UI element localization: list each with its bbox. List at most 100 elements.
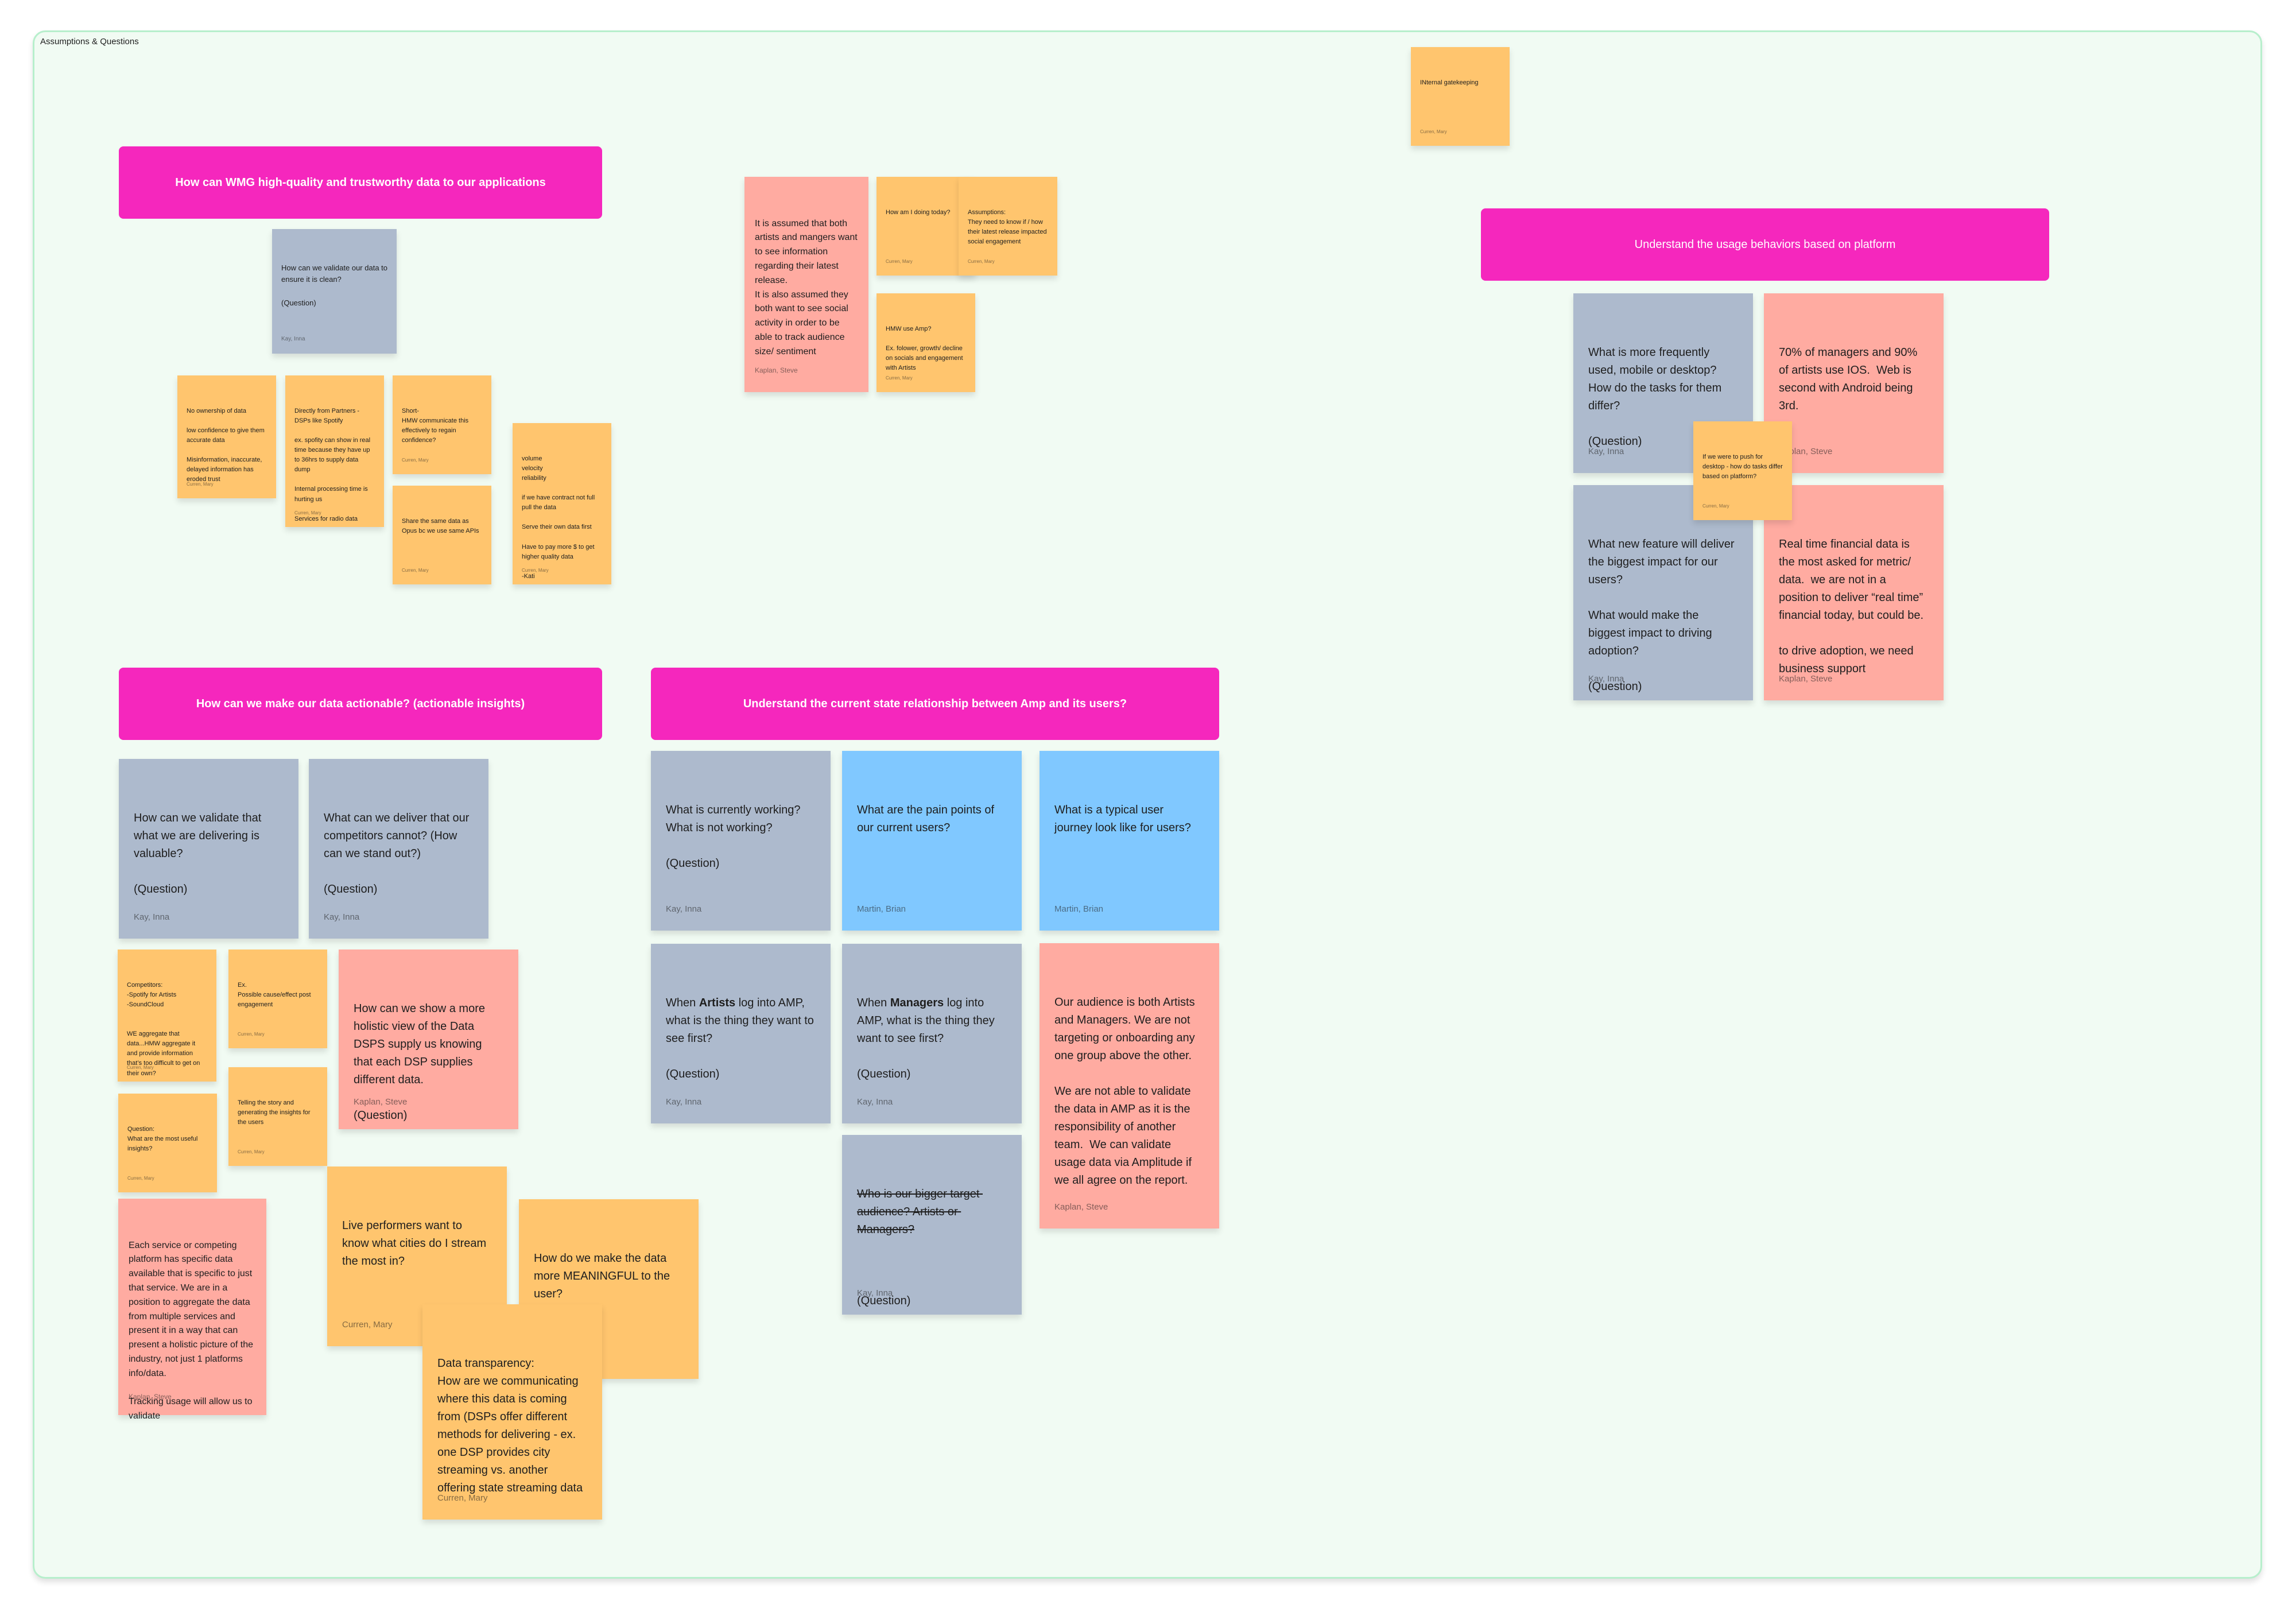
sticky-text: What can we deliver that our competitors… — [324, 812, 470, 896]
sticky-text: Question: What are the most useful insig… — [127, 1126, 198, 1153]
banner-actionable-insights[interactable]: How can we make our data actionable? (ac… — [119, 668, 602, 740]
sticky-text: Assumptions: They need to know if / how … — [968, 209, 1047, 246]
sticky-text: Ex. Possible cause/effect post engagemen… — [238, 982, 311, 1009]
sticky-author: Curren, Mary — [522, 567, 549, 573]
sticky-author: Curren, Mary — [886, 375, 913, 381]
sticky-text: HMW use Amp? Ex. folower, growth/ declin… — [886, 325, 963, 372]
sticky-note[interactable]: What are the pain points of our current … — [842, 751, 1022, 931]
sticky-note[interactable]: Competitors: -Spotify for Artists -Sound… — [118, 950, 216, 1082]
sticky-text: What new feature will deliver the bigges… — [1588, 538, 1735, 693]
sticky-note[interactable]: Question: What are the most useful insig… — [118, 1094, 217, 1192]
sticky-note[interactable]: If we were to push for desktop - how do … — [1693, 421, 1792, 520]
sticky-text: Each service or competing platform has s… — [129, 1240, 254, 1421]
sticky-text: (Question) — [857, 1295, 911, 1307]
sticky-text: Live performers want to know what cities… — [342, 1219, 490, 1268]
sticky-note[interactable]: Real time financial data is the most ask… — [1764, 485, 1944, 700]
sticky-note[interactable]: When Artists log into AMP, what is the t… — [651, 944, 831, 1123]
sticky-text: What is more frequently used, mobile or … — [1588, 346, 1722, 448]
sticky-note[interactable]: Telling the story and generating the ins… — [228, 1067, 327, 1166]
sticky-text: What is currently working? What is not w… — [666, 804, 801, 870]
sticky-author: Curren, Mary — [238, 1031, 265, 1037]
frame-title[interactable]: Assumptions & Questions — [40, 37, 139, 46]
sticky-text: Short- HMW communicate this effectively … — [402, 408, 469, 444]
sticky-text-struck: Who is our bigger target audience? Artis… — [857, 1188, 983, 1236]
sticky-author: Curren, Mary — [402, 457, 429, 463]
sticky-text: Directly from Partners - DSPs like Spoti… — [294, 408, 371, 522]
sticky-author: Curren, Mary — [968, 258, 995, 264]
sticky-note[interactable]: Each service or competing platform has s… — [118, 1199, 266, 1421]
sticky-note[interactable]: INternal gatekeeping Curren, Mary — [1411, 47, 1510, 146]
sticky-note[interactable]: Share the same data as Opus bc we use sa… — [393, 486, 491, 584]
sticky-text: volume velocity reliability if we have c… — [522, 455, 595, 580]
sticky-author: Martin, Brian — [1054, 904, 1104, 914]
sticky-author: Kay, Inna — [666, 1096, 702, 1107]
sticky-author: Curren, Mary — [1702, 503, 1729, 509]
sticky-text: When Artists log into AMP, what is the t… — [666, 994, 816, 1083]
sticky-text: How can we validate our data to ensure i… — [281, 263, 387, 307]
sticky-author: Kay, Inna — [857, 1096, 893, 1107]
sticky-author: Martin, Brian — [857, 904, 906, 914]
sticky-note[interactable]: HMW use Amp? Ex. folower, growth/ declin… — [876, 293, 975, 392]
sticky-text: How can we validate that what we are del… — [134, 812, 262, 896]
sticky-text: Share the same data as Opus bc we use sa… — [402, 518, 479, 535]
sticky-note[interactable]: What is currently working? What is not w… — [651, 751, 831, 931]
banner-text: How can WMG high-quality and trustworthy… — [175, 176, 546, 189]
sticky-author: Kaplan, Steve — [755, 366, 798, 375]
sticky-author: Kay, Inna — [324, 912, 360, 922]
sticky-note[interactable]: Directly from Partners - DSPs like Spoti… — [285, 375, 384, 527]
sticky-author: Kay, Inna — [281, 335, 305, 342]
sticky-text: 70% of managers and 90% of artists use I… — [1779, 346, 1921, 412]
sticky-text: What is a typical user journey look like… — [1054, 804, 1191, 834]
sticky-note[interactable]: When Managers log into AMP, what is the … — [842, 944, 1022, 1123]
sticky-author: Kay, Inna — [1588, 446, 1624, 456]
sticky-author: Curren, Mary — [187, 481, 214, 487]
sticky-author: Curren, Mary — [342, 1319, 393, 1330]
sticky-author: Curren, Mary — [238, 1149, 265, 1154]
sticky-note[interactable]: How can we show a more holistic view of … — [339, 950, 518, 1129]
sticky-author: Kay, Inna — [1588, 673, 1624, 684]
sticky-note[interactable]: volume velocity reliability if we have c… — [513, 423, 611, 584]
sticky-author: Kay, Inna — [666, 904, 702, 914]
sticky-note[interactable]: Who is our bigger target audience? Artis… — [842, 1135, 1022, 1315]
text-part: When — [666, 997, 699, 1009]
sticky-note[interactable]: What new feature will deliver the bigges… — [1573, 485, 1753, 700]
sticky-note[interactable]: It is assumed that both artists and mang… — [744, 177, 868, 392]
sticky-author: Kaplan, Steve — [129, 1393, 172, 1401]
sticky-text: Competitors: -Spotify for Artists -Sound… — [127, 982, 200, 1077]
sticky-author: Kaplan, Steve — [1054, 1202, 1108, 1212]
sticky-text: INternal gatekeeping — [1420, 79, 1479, 87]
sticky-note[interactable]: Our audience is both Artists and Manager… — [1040, 943, 1219, 1229]
sticky-note[interactable]: 70% of managers and 90% of artists use I… — [1764, 293, 1944, 473]
sticky-author: Curren, Mary — [127, 1064, 154, 1070]
sticky-note[interactable]: How can we validate that what we are del… — [119, 759, 298, 939]
sticky-note[interactable]: What is a typical user journey look like… — [1040, 751, 1219, 931]
sticky-note[interactable]: Data transparency: How are we communicat… — [422, 1304, 602, 1520]
sticky-author: Kay, Inna — [134, 912, 170, 922]
sticky-author: Curren, Mary — [127, 1175, 154, 1181]
sticky-note[interactable]: How can we validate our data to ensure i… — [272, 229, 397, 354]
sticky-author: Kaplan, Steve — [354, 1096, 408, 1107]
sticky-text: Our audience is both Artists and Manager… — [1054, 996, 1195, 1187]
sticky-note[interactable]: Ex. Possible cause/effect post engagemen… — [228, 950, 327, 1048]
text-part: log into AMP, what is the thing they wan… — [857, 997, 995, 1080]
text-bold: Artists — [699, 997, 736, 1009]
sticky-note[interactable]: What can we deliver that our competitors… — [309, 759, 488, 939]
text-part: When — [857, 997, 890, 1009]
banner-usage-behaviors[interactable]: Understand the usage behaviors based on … — [1481, 208, 2049, 281]
sticky-note[interactable]: Short- HMW communicate this effectively … — [393, 375, 491, 474]
sticky-text: What are the pain points of our current … — [857, 804, 998, 834]
text-part: log into AMP, what is the thing they wan… — [666, 997, 814, 1080]
banner-text: How can we make our data actionable? (ac… — [196, 697, 525, 710]
sticky-note[interactable]: What is more frequently used, mobile or … — [1573, 293, 1753, 473]
banner-current-state[interactable]: Understand the current state relationshi… — [651, 668, 1219, 740]
sticky-text: How am I doing today? — [886, 209, 951, 216]
sticky-author: Curren, Mary — [294, 510, 321, 516]
sticky-text: No ownership of data low confidence to g… — [187, 408, 265, 483]
banner-trustworthy-data[interactable]: How can WMG high-quality and trustworthy… — [119, 146, 602, 219]
text-bold: Managers — [890, 997, 944, 1009]
sticky-text: How do we make the data more MEANINGFUL … — [534, 1252, 673, 1300]
sticky-author: Curren, Mary — [402, 567, 429, 573]
sticky-note[interactable]: Assumptions: They need to know if / how … — [959, 177, 1057, 276]
sticky-note[interactable]: No ownership of data low confidence to g… — [177, 375, 276, 498]
sticky-text: Telling the story and generating the ins… — [238, 1099, 312, 1126]
